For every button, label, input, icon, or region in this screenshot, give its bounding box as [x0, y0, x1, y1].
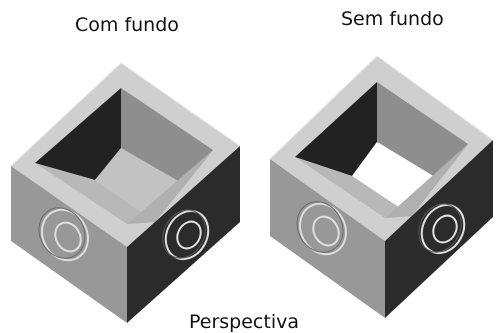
box-right-inner-front-left [295, 157, 412, 218]
box-right-left-face [270, 159, 385, 318]
box-right-rim-edge [269, 55, 494, 160]
label-sem-fundo: Sem fundo [341, 8, 444, 30]
label-perspectiva: Perspectiva [189, 311, 299, 333]
box-left-right-face [127, 146, 240, 323]
box-left-inner-front-left [35, 163, 155, 224]
box-com-fundo [10, 62, 241, 323]
box-left-left-face [11, 166, 127, 323]
box-left-port-right-face [162, 209, 210, 260]
box-left-inner-wall-light [121, 88, 213, 185]
box-right-port-right-face [418, 203, 466, 254]
box-right-inner-wall-dark [295, 82, 377, 176]
box-right-right-face [385, 140, 493, 318]
box-left-inner-front-right [127, 150, 213, 224]
label-com-fundo: Com fundo [75, 14, 179, 36]
box-left-port-left-face [38, 207, 89, 262]
box-right-inner-wall-light [377, 82, 468, 180]
box-sem-fundo [269, 55, 494, 318]
box-left-rim-edge [10, 62, 241, 167]
box-left-inner-wall-dark [35, 88, 121, 180]
box-right-port-left-face [296, 201, 347, 256]
box-right-inner-front-right [385, 144, 468, 218]
